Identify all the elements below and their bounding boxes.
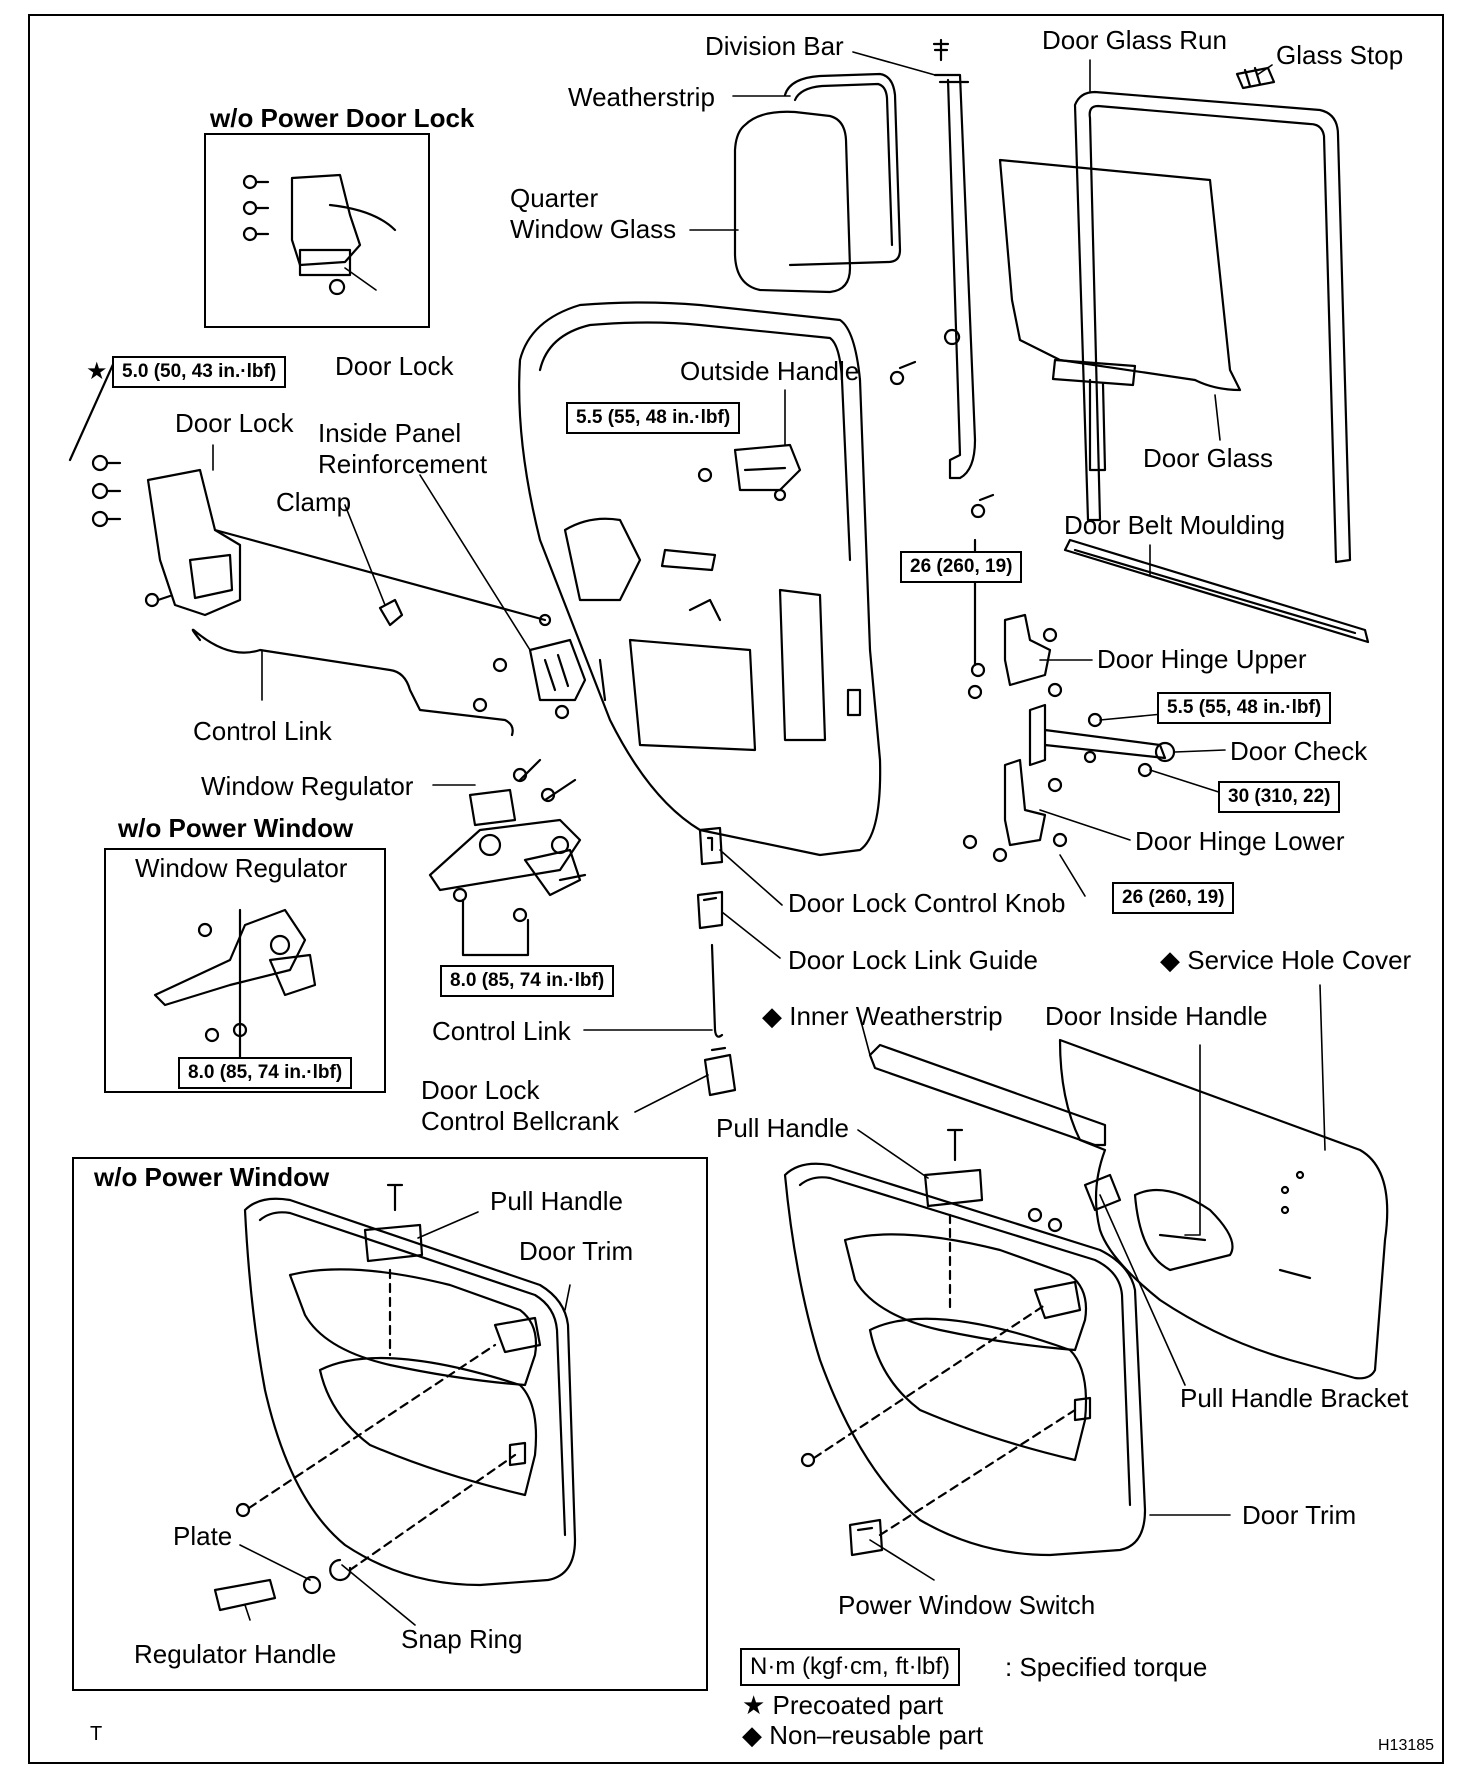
label-inside-panel-reinforcement-2: Reinforcement	[318, 449, 488, 479]
quarter-window-glass-part	[733, 110, 852, 294]
label-door-glass-run: Door Glass Run	[1042, 25, 1227, 55]
door-glass-run-part	[1073, 90, 1352, 564]
label-weatherstrip: Weatherstrip	[568, 82, 715, 112]
door-hinge-lower-part	[962, 758, 1068, 863]
label-clamp: Clamp	[276, 487, 352, 517]
label-door-hinge-lower: Door Hinge Lower	[1135, 826, 1345, 856]
inset-title-power-door-lock: w/o Power Door Lock	[210, 103, 475, 133]
inset-window-regulator-drawing	[153, 908, 317, 1062]
label-bellcrank-1: Door Lock	[421, 1075, 540, 1105]
inset-box-window-regulator	[104, 848, 386, 1093]
service-hole-cover-part	[1058, 1038, 1389, 1380]
inset-door-lock-drawing	[242, 173, 397, 296]
power-window-switch-part	[800, 1303, 1077, 1557]
inset-title-door-trim: w/o Power Window	[94, 1162, 330, 1192]
label-inside-panel-reinforcement-1: Inside Panel	[318, 418, 462, 448]
torque-hinge-lower: 26 (260, 19)	[1112, 882, 1235, 914]
inset-box-door-trim	[72, 1157, 708, 1691]
label-control-link-left: Control Link	[193, 716, 332, 746]
star-symbol: ★	[86, 358, 108, 385]
label-pull-handle-bracket: Pull Handle Bracket	[1180, 1383, 1409, 1413]
door-glass-part	[998, 158, 1242, 472]
leader-lines	[212, 51, 1326, 1626]
label-service-hole-cover: ◆ Service Hole Cover	[1160, 945, 1412, 975]
inset-title-power-window: w/o Power Window	[118, 813, 354, 843]
door-lock-control-knob-part	[698, 826, 724, 866]
label-outside-handle: Outside Handle	[680, 356, 860, 386]
door-belt-moulding-part	[1063, 538, 1370, 644]
legend-torque-unit-box: N·m (kgf·cm, ft·lbf)	[740, 1648, 960, 1686]
label-door-lock: Door Lock	[175, 408, 294, 438]
inset-door-trim-drawing	[213, 1183, 577, 1612]
diamond-symbol: ◆	[742, 1720, 762, 1750]
label-door-trim-left: Door Trim	[519, 1236, 634, 1266]
label-door-inside-handle: Door Inside Handle	[1045, 1001, 1268, 1031]
torque-outside-handle: 5.5 (55, 48 in.·lbf)	[566, 402, 741, 434]
torque-lock-screws: 5.0 (50, 43 in.·lbf)	[112, 356, 287, 388]
label-quarter-window-glass-1: Quarter	[510, 183, 599, 213]
door-lock-control-bellcrank-part	[703, 1046, 737, 1097]
torque-inset-regulator: 8.0 (85, 74 in.·lbf)	[178, 1057, 353, 1089]
legend-torque-desc: : Specified torque	[1005, 1652, 1208, 1682]
door-trim-part	[783, 1162, 1147, 1557]
pull-handle-bracket-part	[1027, 1173, 1122, 1233]
lock-control-rod	[213, 528, 547, 622]
label-bellcrank-2: Control Bellcrank	[421, 1106, 619, 1136]
label-snap-ring: Snap Ring	[401, 1624, 523, 1654]
door-check-part	[1028, 703, 1176, 778]
label-door-lock-link-guide: Door Lock Link Guide	[788, 945, 1039, 975]
label-pull-handle-right: Pull Handle	[716, 1113, 849, 1143]
label-door-check: Door Check	[1230, 736, 1368, 766]
label-inset-window-regulator: Window Regulator	[135, 853, 348, 883]
label-door-lock-control-knob: Door Lock Control Knob	[788, 888, 1066, 918]
label-inner-weatherstrip: ◆ Inner Weatherstrip	[762, 1001, 1003, 1031]
torque-window-regulator: 8.0 (85, 74 in.·lbf)	[440, 965, 615, 997]
label-window-regulator: Window Regulator	[201, 771, 414, 801]
label-power-window-switch: Power Window Switch	[838, 1590, 1096, 1620]
figure-code: H13185	[1378, 1737, 1435, 1754]
inner-weatherstrip-part	[868, 1043, 1107, 1147]
torque-door-check-upper: 5.5 (55, 48 in.·lbf)	[1157, 692, 1332, 724]
label-door-hinge-upper: Door Hinge Upper	[1097, 644, 1307, 674]
diamond-symbol: ◆	[1160, 945, 1180, 975]
label-quarter-window-glass-2: Window Glass	[510, 214, 677, 244]
label-pull-handle-left: Pull Handle	[490, 1186, 623, 1216]
door-panel-part	[518, 301, 882, 857]
legend-precoated: ★ Precoated part	[742, 1690, 944, 1720]
control-link-part	[191, 628, 514, 737]
clamp-part	[378, 598, 404, 627]
corner-mark: T	[90, 1723, 103, 1745]
label-door-glass: Door Glass	[1143, 443, 1274, 473]
division-bar-part	[932, 38, 977, 480]
label-division-bar: Division Bar	[705, 31, 844, 61]
diagram-frame	[28, 14, 1444, 1764]
diamond-symbol: ◆	[762, 1001, 782, 1031]
label-control-link-center: Control Link	[432, 1016, 571, 1046]
label-inset-door-lock: Door Lock	[335, 351, 454, 381]
outside-handle-part	[697, 360, 995, 519]
torque-hinge-upper: 26 (260, 19)	[900, 551, 1023, 583]
inset-box-power-door-lock	[204, 133, 430, 328]
star-symbol: ★	[742, 1690, 766, 1720]
glass-stop-part	[1235, 66, 1276, 90]
door-lock-part	[68, 358, 242, 617]
inside-panel-reinforcement-part	[472, 638, 587, 720]
label-door-belt-moulding: Door Belt Moulding	[1064, 510, 1286, 540]
label-glass-stop: Glass Stop	[1276, 40, 1404, 70]
torque-door-check-lower: 30 (310, 22)	[1218, 781, 1341, 813]
door-inside-handle-part	[1133, 1188, 1234, 1272]
center-control-link-part	[710, 943, 724, 1038]
label-door-trim-right: Door Trim	[1242, 1500, 1357, 1530]
window-regulator-part	[428, 758, 587, 923]
legend-non-reusable: ◆ Non–reusable part	[742, 1720, 984, 1750]
label-regulator-handle: Regulator Handle	[134, 1639, 337, 1669]
door-lock-link-guide-part	[696, 890, 724, 930]
weatherstrip-part	[783, 72, 902, 267]
label-plate: Plate	[173, 1521, 233, 1551]
regulator-torque-bracket	[461, 898, 530, 957]
pull-handle-part	[923, 1128, 984, 1312]
